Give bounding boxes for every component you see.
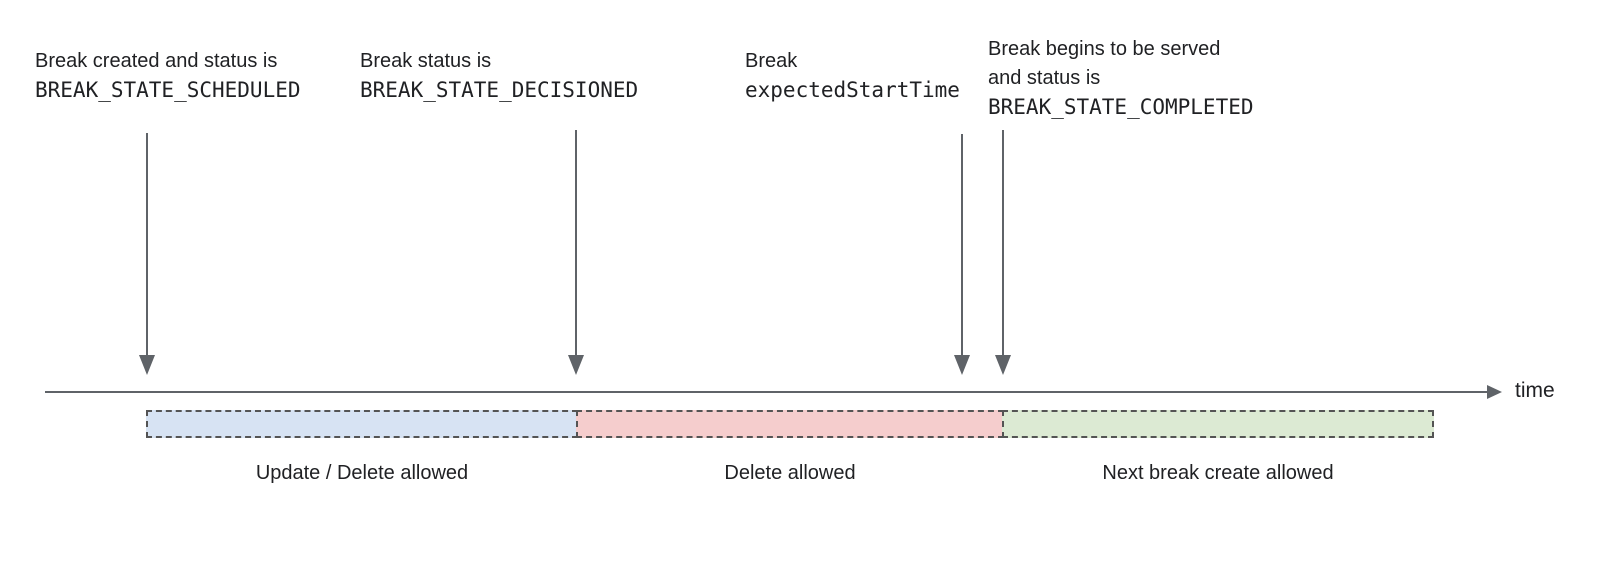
arrow-stem [961,134,963,357]
annotation-line: Break begins to be served [988,38,1221,60]
annotation-expected-start-time: Break expectedStartTime [745,47,960,105]
timeline-axis [45,391,1487,393]
arrowhead-icon [139,355,155,375]
timeline-arrowhead-icon [1487,385,1502,399]
annotation-line-code: BREAK_STATE_DECISIONED [360,78,639,102]
segment-next-break-create-allowed [1002,410,1434,438]
arrow-down-icon [139,133,155,375]
arrowhead-icon [995,355,1011,375]
annotation-line-code: expectedStartTime [745,78,960,102]
arrow-down-icon [954,134,970,375]
arrow-stem [575,130,577,357]
segment-update-delete-allowed [146,410,578,438]
annotation-break-completed: Break begins to be served and status is … [988,35,1254,122]
arrowhead-icon [568,355,584,375]
annotation-line: and status is [988,67,1101,89]
arrowhead-icon [954,355,970,375]
annotation-break-scheduled: Break created and status is BREAK_STATE_… [35,47,301,105]
annotation-line: Break created and status is [35,50,278,72]
annotation-line: Break [745,50,798,72]
arrow-stem [146,133,148,357]
time-axis-label: time [1515,379,1555,402]
segment-label-update-delete: Update / Delete allowed [255,462,469,484]
arrow-down-icon [995,130,1011,375]
segment-label-next-create: Next break create allowed [1102,462,1334,484]
segment-delete-allowed [576,410,1004,438]
annotation-line-code: BREAK_STATE_COMPLETED [988,95,1254,119]
segment-label-delete: Delete allowed [724,462,856,484]
annotation-line-code: BREAK_STATE_SCHEDULED [35,78,301,102]
arrow-stem [1002,130,1004,357]
annotation-break-decisioned: Break status is BREAK_STATE_DECISIONED [360,47,638,105]
arrow-down-icon [568,130,584,375]
annotation-line: Break status is [360,50,492,72]
